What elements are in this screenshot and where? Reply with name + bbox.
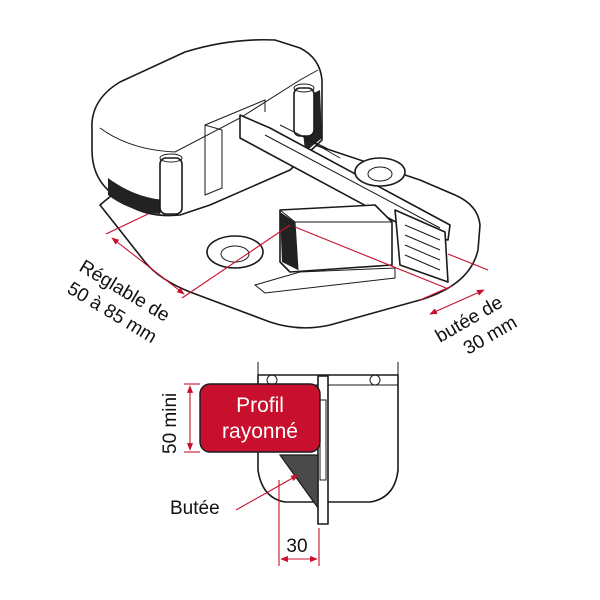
- stop-dimension-line: [429, 289, 485, 315]
- stop-callout-label: Butée: [170, 498, 220, 519]
- height-label: 50 mini: [160, 393, 181, 454]
- width-label: 30: [286, 536, 307, 557]
- adjustable-dimension-line: [111, 237, 185, 295]
- catch-section-view: Profil rayonné 50 mini Butée 30: [160, 362, 399, 566]
- inner-frame: [204, 99, 266, 196]
- stop-block-shadow: [280, 212, 298, 270]
- profile-label-line2: rayonné: [222, 420, 298, 443]
- housing-shadow: [108, 178, 165, 214]
- stop-wedge: [278, 454, 319, 510]
- housing-body: [91, 38, 323, 217]
- right-post: [293, 87, 315, 137]
- left-post: [159, 157, 183, 215]
- profile-box: [199, 383, 321, 453]
- catch-isometric-view: Réglable de 50 à 85 mm butée de 30 mm: [63, 38, 521, 359]
- screw-hole-right: [354, 157, 406, 187]
- housing-top-edge: [99, 69, 319, 153]
- screw-hole-left: [206, 235, 264, 269]
- profile-label-line1: Profil: [236, 394, 284, 417]
- stop-callout-leader: [235, 474, 299, 511]
- rail-end-plate: [394, 209, 449, 283]
- section-stop-plate: [317, 375, 329, 525]
